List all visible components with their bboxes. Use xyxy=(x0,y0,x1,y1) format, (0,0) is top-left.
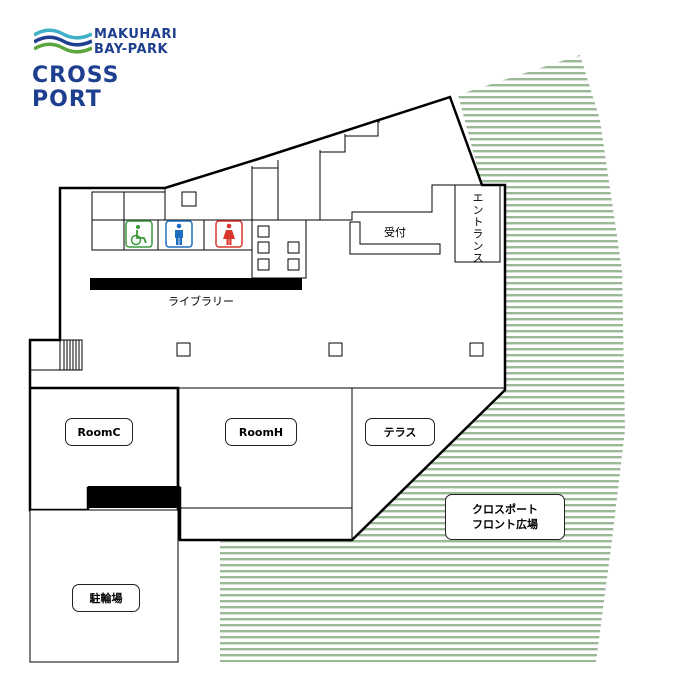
logo: MAKUHARI BAY-PARK CROSS PORT xyxy=(32,26,192,112)
upper-rooms xyxy=(91,120,501,279)
room-c-label: RoomC xyxy=(65,418,133,446)
label-library: ライブラリー xyxy=(168,295,234,308)
woman-icon xyxy=(215,220,243,248)
pillars xyxy=(176,342,484,357)
logo-waves-icon xyxy=(34,28,92,54)
bicycle-parking-label: 駐輪場 xyxy=(72,584,140,612)
plaza-label-line1: クロスポート xyxy=(472,503,538,516)
label-entrance: エントランス xyxy=(471,192,484,264)
label-reception: 受付 xyxy=(384,226,406,239)
wheelchair-icon xyxy=(125,220,153,248)
library-shelf xyxy=(90,278,302,290)
man-icon xyxy=(165,220,193,248)
logo-line1: MAKUHARI xyxy=(94,27,178,42)
roomc-black-bar xyxy=(88,486,180,508)
terrace-label: テラス xyxy=(365,418,435,446)
logo-line2: BAY-PARK xyxy=(94,42,169,57)
room-h-label: RoomH xyxy=(225,418,297,446)
plaza-label-line2: フロント広場 xyxy=(472,518,538,531)
plaza-label: クロスポート フロント広場 xyxy=(445,494,565,540)
logo-line3: CROSS PORT xyxy=(32,63,120,112)
